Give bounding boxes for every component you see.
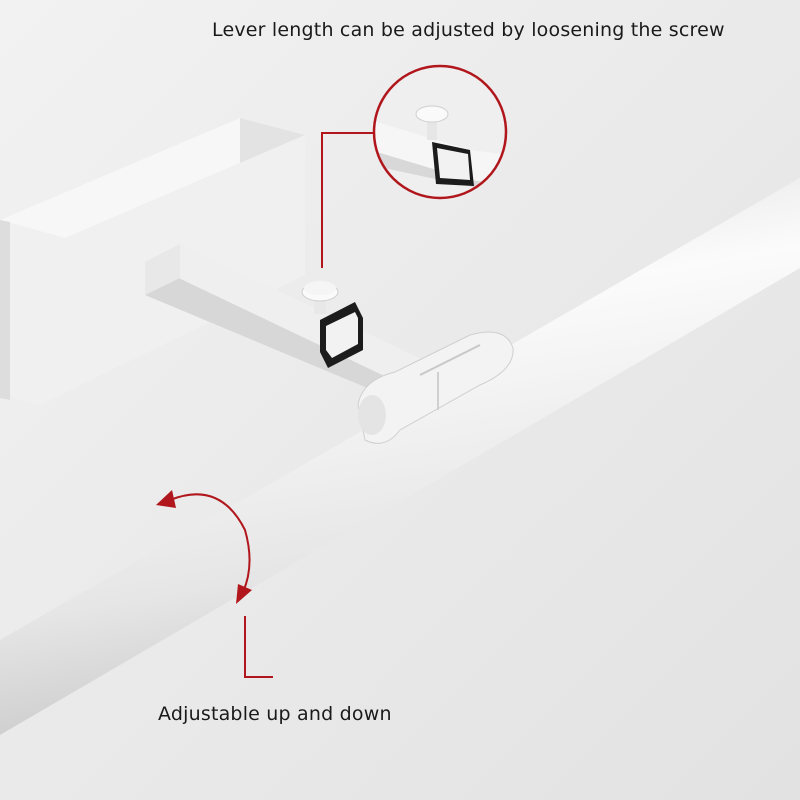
screw-knob: [301, 281, 339, 314]
hinge-clip: [357, 331, 514, 444]
rotate-arrow-icon: [156, 490, 252, 604]
lever-arm: [145, 244, 455, 410]
callout-line-bottom: [244, 616, 273, 678]
adjustable-annotation: Adjustable up and down: [158, 703, 392, 725]
callout-line-top: [321, 132, 373, 268]
lever-length-annotation: Lever length can be adjusted by loosenin…: [212, 19, 725, 41]
light-tube: [0, 178, 800, 735]
screw-detail-inset: [372, 64, 508, 200]
